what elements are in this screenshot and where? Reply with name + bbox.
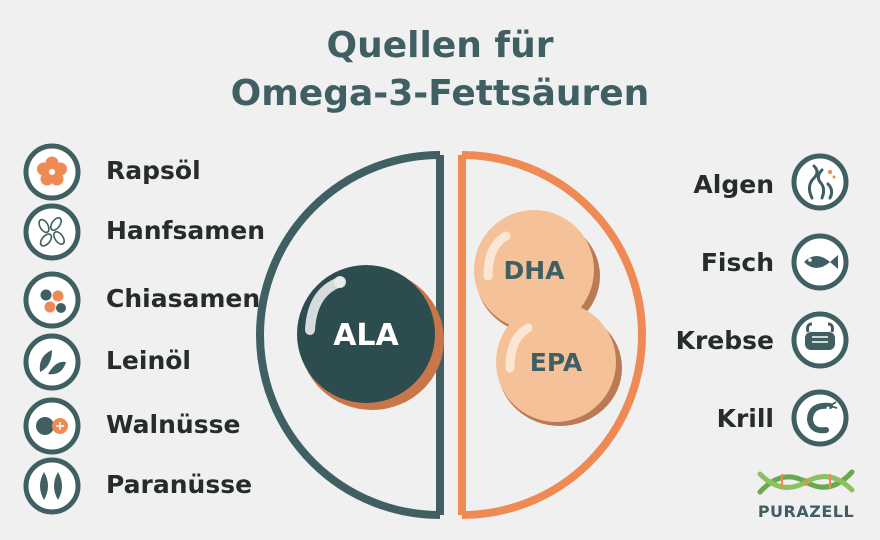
left-label-leinoel: Leinöl <box>106 346 191 375</box>
right-label-algen: Algen <box>693 170 774 199</box>
ala-capsule <box>297 265 444 410</box>
purazell-logo-mark <box>757 469 855 495</box>
title-line-1: Quellen für <box>326 25 554 66</box>
krill-icon <box>790 388 850 448</box>
brazil-nut-icon <box>22 456 82 516</box>
algae-icon <box>790 152 850 212</box>
chia-seeds-icon <box>22 270 82 330</box>
epa-capsule <box>496 302 622 426</box>
ala-label: ALA <box>333 318 399 353</box>
left-label-chiasamen: Chiasamen <box>106 284 261 313</box>
walnut-icon <box>22 396 82 456</box>
crab-icon <box>790 310 850 370</box>
left-label-hanfsamen: Hanfsamen <box>106 216 266 245</box>
rapeseed-flower-icon <box>22 142 82 202</box>
plant-half-outline <box>256 151 441 519</box>
left-label-paranuesse: Paranüsse <box>106 470 253 499</box>
left-label-rapsoel: Rapsöl <box>106 156 201 185</box>
title-line-2: Omega-3-Fettsäuren <box>230 73 650 114</box>
page-title: Quellen für Omega-3-Fettsäuren <box>0 22 880 118</box>
dha-label: DHA <box>503 256 565 285</box>
linseed-icon <box>22 332 82 392</box>
right-label-krill: Krill <box>716 404 774 433</box>
epa-label: EPA <box>529 348 583 377</box>
right-label-fisch: Fisch <box>700 248 774 277</box>
hemp-seeds-icon <box>22 202 82 262</box>
fish-icon <box>790 232 850 292</box>
left-label-walnuesse: Walnüsse <box>106 410 241 439</box>
right-label-krebse: Krebse <box>675 326 774 355</box>
marine-half-outline <box>461 151 646 519</box>
purazell-logo-text: PURAZELL <box>757 502 855 521</box>
